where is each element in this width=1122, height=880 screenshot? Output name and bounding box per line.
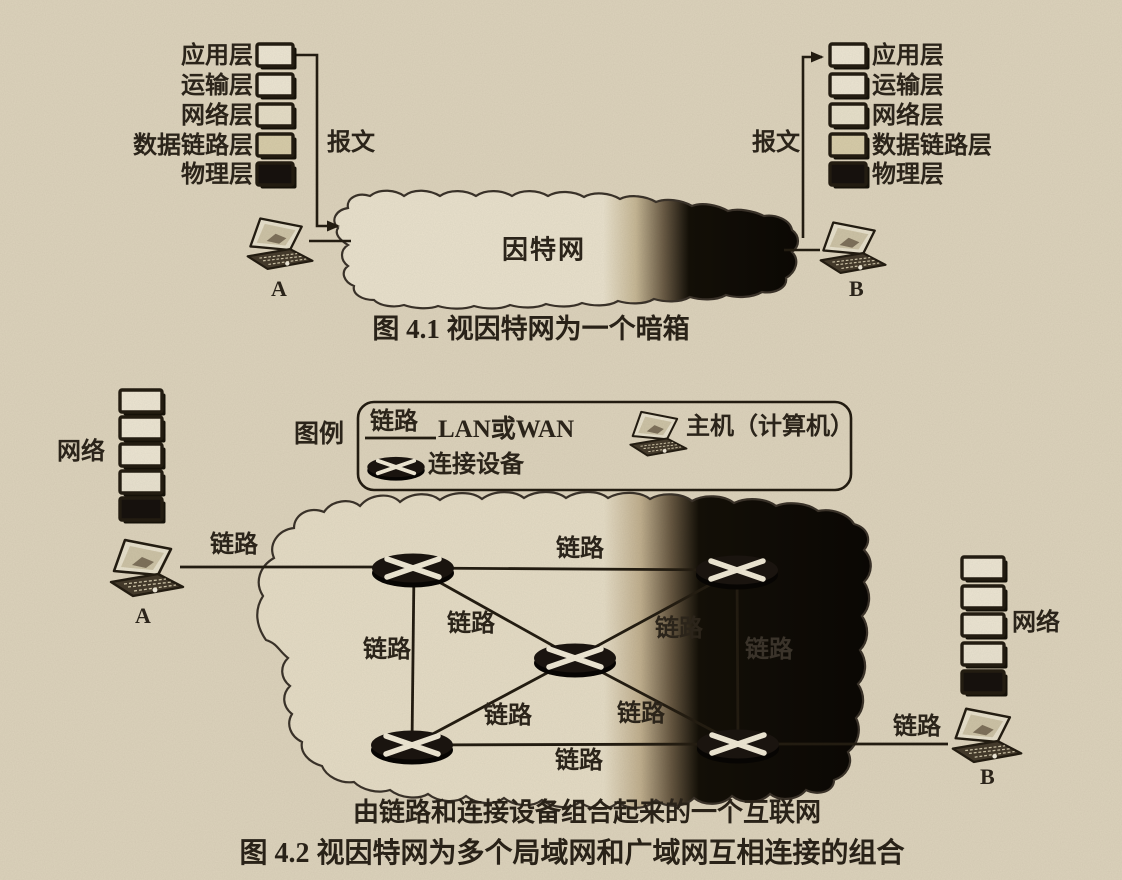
figure-4-2-subcaption: 由链路和连接设备组合起来的一个互联网 xyxy=(352,798,822,827)
legend-link-label: 链路 xyxy=(370,408,418,435)
legend-title: 图例 xyxy=(294,420,345,448)
link-label-bl-c: 链路 xyxy=(484,701,532,729)
internet-label: 因特网 xyxy=(501,234,587,265)
link-label-c-tr: 链路 xyxy=(655,614,703,642)
host-b-label-fig2: B xyxy=(980,764,995,789)
figure-4-1-caption: 图 4.1 视因特网为一个暗箱 xyxy=(372,314,690,344)
layer-label-transport-left: 运输层 xyxy=(181,72,253,99)
layer-label-physical-right: 物理层 xyxy=(872,161,944,188)
layer-label-transport-right: 运输层 xyxy=(872,72,944,99)
link-label-bottom: 链路 xyxy=(555,746,603,774)
link-label-tl-c: 链路 xyxy=(447,609,495,637)
message-label-left: 报文 xyxy=(327,129,375,156)
message-label-right: 报文 xyxy=(752,129,800,156)
layer-label-network-left: 网络层 xyxy=(181,102,253,129)
legend-lan-wan-label: LAN或WAN xyxy=(438,416,575,443)
layer-label-datalink-left: 数据链路层 xyxy=(133,132,253,159)
link-label-c-br: 链路 xyxy=(617,699,665,727)
layer-label-datalink-right: 数据链路层 xyxy=(872,132,992,159)
layer-label-network-right: 网络层 xyxy=(872,102,944,129)
network-label-left: 网络 xyxy=(57,438,105,465)
layer-label-physical-left: 物理层 xyxy=(181,161,253,188)
host-a-label-fig2: A xyxy=(135,603,151,628)
link-label-a: 链路 xyxy=(210,530,258,558)
legend-device-label: 连接设备 xyxy=(428,451,524,478)
link-label-b: 链路 xyxy=(893,712,941,740)
host-b-label-fig1: B xyxy=(849,276,864,301)
legend-host-label: 主机（计算机） xyxy=(686,413,854,440)
figure-4-2-caption: 图 4.2 视因特网为多个局域网和广域网互相连接的组合 xyxy=(239,838,905,869)
link-label-right: 链路 xyxy=(745,635,793,663)
layer-label-application-left: 应用层 xyxy=(181,42,253,69)
link-label-top: 链路 xyxy=(556,534,604,562)
link-label-left: 链路 xyxy=(363,635,411,663)
host-a-label-fig1: A xyxy=(271,276,287,301)
network-label-right: 网络 xyxy=(1012,609,1060,636)
layer-label-application-right: 应用层 xyxy=(872,42,944,69)
